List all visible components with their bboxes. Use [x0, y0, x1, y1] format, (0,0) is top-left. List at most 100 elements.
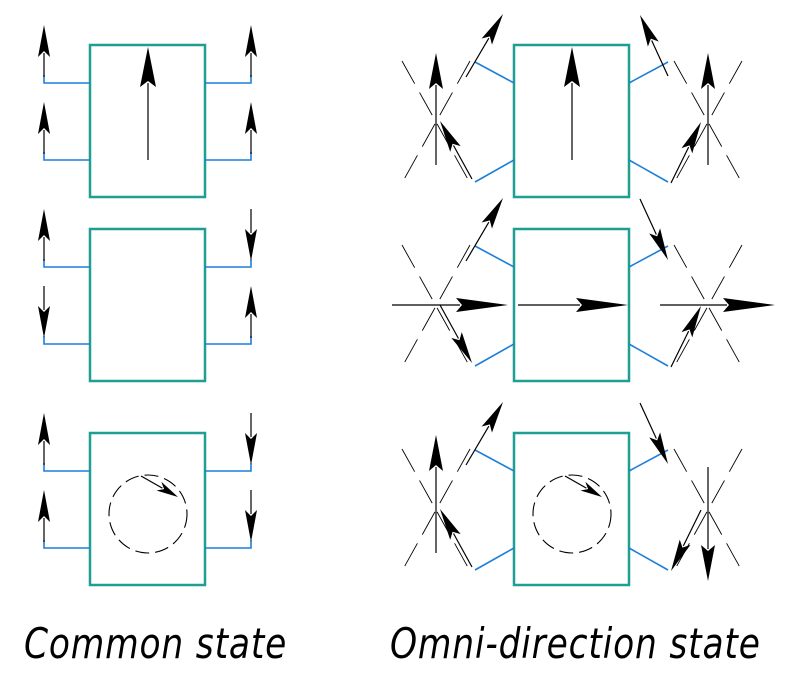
- arrow-head: [681, 306, 701, 338]
- motion-arrow-forward: [564, 47, 580, 160]
- arrow-head: [671, 539, 691, 571]
- resultant-arrow-right: [701, 467, 715, 581]
- force-axes-left: [401, 448, 471, 572]
- arrow-shaft: [639, 198, 657, 235]
- arrow-head: [245, 510, 257, 542]
- wheel-link-rear-right: [628, 159, 669, 183]
- roller-axis: [673, 448, 743, 572]
- roller-axis: [401, 60, 471, 184]
- wheel-arrow-rear-right: [245, 102, 257, 154]
- arrow-shaft: [439, 304, 459, 339]
- arrow-head: [440, 121, 461, 152]
- wheel-arrow-front-right: [245, 209, 257, 261]
- wheel-arrow-rear-right: [671, 509, 702, 571]
- arrow-shaft: [465, 425, 490, 466]
- omni-direction-state-group: [392, 14, 775, 587]
- arrow-shaft: [453, 145, 473, 180]
- omni-row-3: [401, 402, 743, 587]
- arrow-head: [245, 25, 257, 57]
- wheel-arrow-front-left: [38, 413, 50, 465]
- wheel-arrow-front-left: [465, 198, 503, 262]
- common-state-group: [38, 25, 257, 587]
- arrow-shaft: [140, 475, 163, 489]
- arrow-head: [38, 25, 50, 57]
- robot-body: [88, 431, 207, 587]
- arrow-head: [451, 332, 472, 363]
- wheel-link-front-left: [43, 463, 90, 472]
- roller-axis: [673, 244, 743, 368]
- arrow-head: [649, 228, 668, 260]
- arrow-head: [481, 198, 503, 229]
- roller-axis: [673, 60, 743, 184]
- wheel-arrow-front-left: [38, 209, 50, 261]
- wheel-arrow-front-right: [639, 198, 668, 260]
- arrow-head: [38, 306, 50, 338]
- wheel-link-rear-right: [205, 152, 252, 161]
- wheel-arrow-front-right: [245, 25, 257, 77]
- arrow-head: [38, 209, 50, 241]
- rotation-indicator: [108, 474, 188, 554]
- arrow-head: [681, 122, 701, 154]
- arrow-shaft: [670, 330, 690, 368]
- resultant-arrow-right: [701, 53, 715, 165]
- arrow-head: [245, 102, 257, 134]
- resultant-arrow-left: [429, 435, 443, 553]
- wheel-link-rear-left: [474, 547, 515, 571]
- arrow-head: [38, 413, 50, 445]
- arrow-head: [456, 298, 508, 312]
- arrow-shaft: [639, 402, 657, 439]
- wheel-arrow-rear-right: [670, 122, 701, 184]
- wheel-link-rear-right: [205, 336, 252, 345]
- wheel-link-rear-left: [43, 336, 90, 345]
- common-row-2: [38, 209, 257, 383]
- arrow-head: [701, 53, 715, 89]
- arrow-shaft: [564, 475, 587, 489]
- robot-body: [512, 227, 631, 383]
- wheel-arrow-rear-left: [440, 121, 473, 180]
- roller-axis: [673, 244, 743, 368]
- motion-arrow-forward: [140, 47, 156, 160]
- arrow-head: [140, 47, 156, 87]
- arrow-head: [481, 402, 503, 433]
- resultant-arrow-right: [660, 298, 775, 312]
- arrow-head: [429, 53, 443, 89]
- robot-body: [88, 43, 207, 199]
- wheel-arrow-rear-right: [245, 286, 257, 338]
- roller-axis: [673, 448, 743, 572]
- wheel-arrow-rear-right: [670, 306, 701, 368]
- wheel-link-rear-right: [628, 547, 669, 571]
- caption-common-state: Common state: [24, 619, 288, 668]
- omni-row-1: [401, 14, 743, 199]
- arrow-head: [580, 481, 602, 497]
- wheel-arrow-front-left: [465, 14, 503, 78]
- arrow-head: [723, 298, 775, 312]
- wheel-link-front-left: [43, 259, 90, 268]
- arrow-head: [429, 435, 443, 471]
- arrow-head: [440, 509, 461, 540]
- arrow-head: [481, 14, 503, 45]
- wheel-link-rear-left: [43, 540, 90, 549]
- wheel-arrow-front-right: [639, 402, 668, 464]
- wheel-link-front-left: [43, 75, 90, 84]
- arrow-head: [701, 545, 715, 581]
- roller-axis: [401, 60, 471, 184]
- wheel-arrow-front-right: [245, 413, 257, 465]
- roller-axis: [401, 448, 471, 572]
- wheel-link-front-left: [474, 61, 515, 84]
- wheel-arrow-front-left: [465, 402, 503, 466]
- rotation-arrow: [564, 475, 602, 497]
- arrow-head: [38, 102, 50, 134]
- wheel-arrow-rear-left: [38, 286, 50, 338]
- rotation-indicator: [532, 474, 612, 554]
- wheel-arrow-front-left: [38, 25, 50, 77]
- roller-axis: [673, 60, 743, 184]
- force-axes-left: [401, 244, 471, 368]
- roller-axis: [401, 244, 471, 368]
- common-row-1: [38, 25, 257, 199]
- resultant-arrow-left: [392, 298, 508, 312]
- force-axes-right: [673, 244, 743, 368]
- force-axes-left: [401, 60, 471, 184]
- wheel-link-front-right: [205, 259, 252, 268]
- motion-arrow-lateral: [518, 298, 628, 312]
